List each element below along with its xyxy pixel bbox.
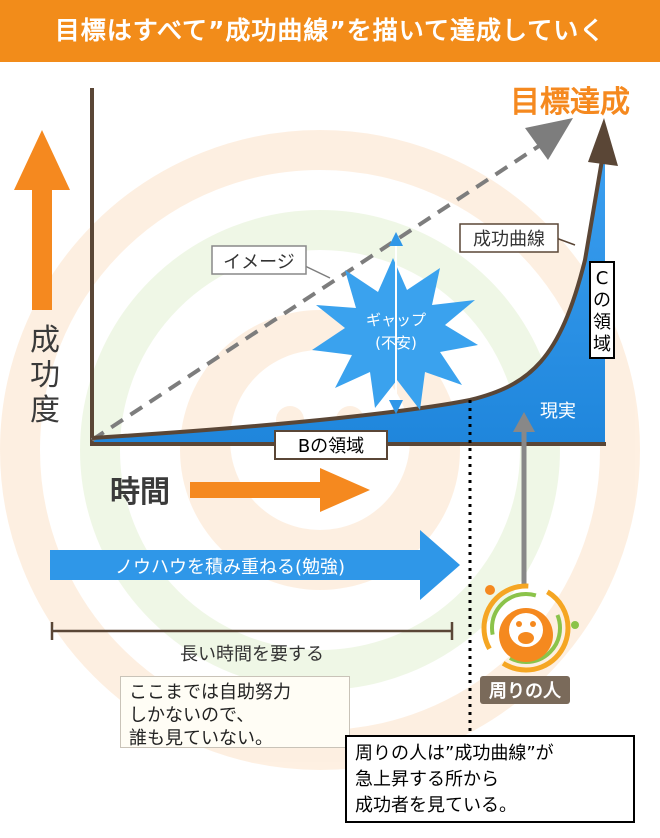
long-time-label: 長い時間を要する [180,644,324,665]
knowhow-label: ノウハウを積み重ねる(勉強) [115,557,345,578]
success-curve [91,159,604,440]
gap-arrow-bottom [389,400,403,414]
people-view-note: 周りの人は”成功曲線”が 急上昇する所から 成功者を見ている。 [345,735,635,823]
image-label: イメージ [223,252,295,273]
header-bar [0,0,660,62]
people-label: 周りの人 [489,681,562,702]
image-label-box [211,245,307,275]
gap-arrow-top [389,232,403,246]
time-arrow [190,468,370,512]
c-region-char-3: 領 [593,312,611,333]
success-curve-diagram: 目標達成 成 功 度 イメージ 成功曲線 ギャップ (不安) C の 領 域 現… [0,85,640,770]
reality-label: 現実 [540,401,576,422]
b-region-label: Bの領域 [298,436,364,457]
c-region-char-4: 域 [593,334,611,355]
knowhow-arrow [50,530,460,600]
people-label-box [480,676,570,704]
b-region-box [274,430,388,460]
success-up-arrow [14,130,70,310]
success-curve-label-leader [555,237,576,246]
gap-label: ギャップ [366,311,426,329]
image-label-leader [304,265,331,279]
y-axis-label-1: 成 [30,323,60,358]
y-axis-label-3: 度 [30,393,60,428]
goal-label: 目標達成 [510,85,630,120]
success-curve-arrowhead [588,118,618,166]
people-view-arrowhead [513,412,535,432]
people-mascot-icon [481,583,579,673]
image-line-arrowhead [525,118,573,160]
gap-sublabel: (不安) [375,334,417,352]
self-effort-note: ここまでは自助努力 しかないので、 誰も見ていない。 [120,676,350,749]
success-curve-label: 成功曲線 [473,229,545,250]
c-region-box [589,261,615,359]
page-title: 目標はすべて”成功曲線”を描いて達成していく [54,16,606,45]
c-region-char-2: の [593,290,611,311]
success-curve-label-box [459,223,559,253]
b-region-area [92,150,605,444]
time-label: 時間 [110,475,170,510]
y-axis-label-2: 功 [30,358,60,393]
c-region-char-1: C [596,268,609,289]
